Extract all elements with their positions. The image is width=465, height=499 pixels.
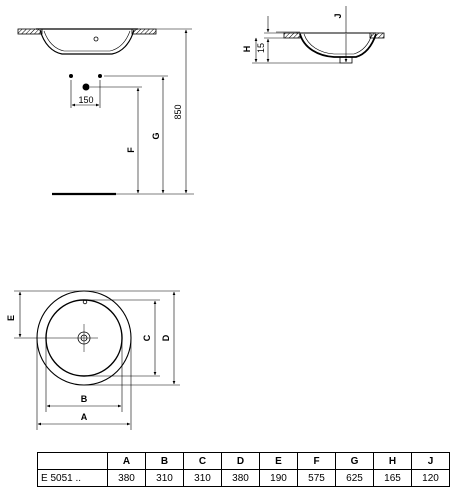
section-view: J H 15 xyxy=(242,6,385,64)
plan-view: E C D B A xyxy=(6,290,180,430)
label-a: A xyxy=(81,412,88,422)
table-header-row: A B C D E F G H J xyxy=(37,452,450,470)
dim-850-label: 850 xyxy=(173,104,183,119)
table-row: E 5051 .. 380 310 310 380 190 575 625 16… xyxy=(37,469,450,487)
supply-point-right xyxy=(98,74,102,78)
value-cell: 380 xyxy=(107,469,146,487)
label-c: C xyxy=(142,334,152,341)
value-cell: 310 xyxy=(145,469,184,487)
col-header: A xyxy=(107,452,146,470)
dimensions-table: A B C D E F G H J E 5051 .. 380 310 310 … xyxy=(37,452,450,487)
label-g: G xyxy=(151,132,161,139)
value-cell: 575 xyxy=(297,469,336,487)
col-header: C xyxy=(183,452,222,470)
countertop-left xyxy=(17,28,43,35)
col-header: B xyxy=(145,452,184,470)
dim-15-label: 15 xyxy=(256,43,266,53)
label-e: E xyxy=(6,315,16,321)
label-d: D xyxy=(161,334,171,341)
dim-150-label: 150 xyxy=(78,95,93,105)
col-header: H xyxy=(373,452,412,470)
waste-point xyxy=(82,83,90,91)
value-cell: 165 xyxy=(373,469,412,487)
col-header: G xyxy=(335,452,374,470)
col-header: D xyxy=(221,452,260,470)
section-countertop-left xyxy=(283,32,301,39)
label-f: F xyxy=(126,147,136,153)
value-cell: 190 xyxy=(259,469,298,487)
value-cell: 310 xyxy=(183,469,222,487)
tap-hole-mark xyxy=(93,36,99,42)
overflow-mark xyxy=(82,299,88,305)
countertop-right xyxy=(131,28,157,35)
basin-side-profile xyxy=(39,29,135,55)
label-j: J xyxy=(333,13,343,18)
label-h: H xyxy=(242,46,252,53)
supply-point-left xyxy=(69,74,73,78)
model-cell: E 5051 .. xyxy=(37,469,108,487)
side-view: 150 F G 850 xyxy=(17,28,194,196)
value-cell: 380 xyxy=(221,469,260,487)
label-b: B xyxy=(81,394,88,404)
section-countertop-right xyxy=(369,32,385,39)
table-header-blank xyxy=(37,452,108,470)
col-header: F xyxy=(297,452,336,470)
col-header: E xyxy=(259,452,298,470)
value-cell: 120 xyxy=(411,469,450,487)
col-header: J xyxy=(411,452,450,470)
value-cell: 625 xyxy=(335,469,374,487)
